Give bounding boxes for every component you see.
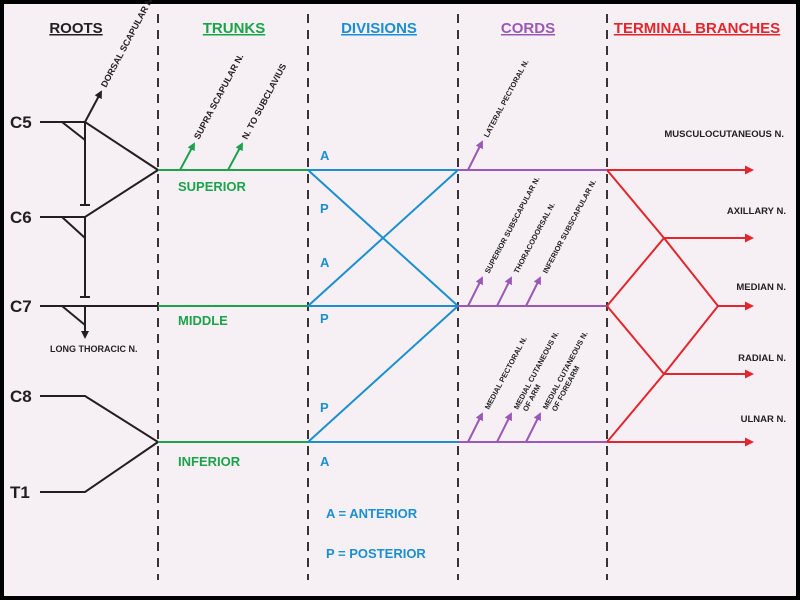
medial-to-radial-branch: [606, 373, 665, 443]
trunk-label-superior: SUPERIOR: [178, 179, 247, 194]
terminal-label-axillary: AXILLARY N.: [727, 206, 786, 217]
thoracodorsal-arrow: [496, 276, 512, 307]
terminal-label-ulnar: ULNAR N.: [741, 414, 786, 425]
inferior-posterior-division: [307, 305, 459, 443]
superior-subscapular-arrow: [467, 276, 483, 307]
header-divisions: DIVISIONS: [341, 20, 417, 37]
terminal-label-radial: RADIAL N.: [738, 353, 786, 364]
terminal-label-median: MEDIAN N.: [736, 282, 786, 293]
trunk-label-inferior: INFERIOR: [178, 454, 241, 469]
cord-lines: [458, 140, 607, 443]
division-lines: [307, 169, 459, 443]
division-label-a1: A: [320, 148, 330, 163]
long-thoracic-label: LONG THORACIC N.: [50, 344, 138, 354]
legend-posterior: P = POSTERIOR: [326, 546, 426, 561]
root-label-c8: C8: [10, 387, 32, 406]
medial-cutaneous-arm-arrow: [496, 412, 512, 443]
header-cords: CORDS: [501, 20, 555, 37]
root-label-c5: C5: [10, 113, 32, 132]
terminal-label-musculocutaneous: MUSCULOCUTANEOUS N.: [664, 129, 784, 140]
division-label-p1: P: [320, 201, 329, 216]
root-label-c7: C7: [10, 297, 32, 316]
root-label-t1: T1: [10, 483, 30, 502]
header-terminal-branches: TERMINAL BRANCHES: [614, 20, 780, 37]
root-label-c6: C6: [10, 208, 32, 227]
subclavius-arrow: [227, 142, 243, 171]
middle-anterior-division: [307, 169, 459, 307]
column-separators: [157, 14, 608, 580]
dorsal-scapular-arrow: [84, 90, 102, 123]
roots-lines: [40, 90, 160, 493]
division-label-a2: A: [320, 255, 330, 270]
root-c7-tick: [61, 305, 86, 326]
terminal-branch-lines: [606, 165, 754, 447]
trunk-label-middle: MIDDLE: [178, 313, 228, 328]
lateral-pectoral-arrow: [467, 140, 483, 171]
division-label-a3: A: [320, 454, 330, 469]
posterior-to-axillary: [606, 237, 665, 307]
header-trunks: TRUNKS: [203, 20, 266, 37]
diagram-background: [4, 4, 796, 596]
legend-anterior: A = ANTERIOR: [326, 506, 418, 521]
suprascapular-arrow: [179, 142, 195, 171]
division-label-p2: P: [320, 311, 329, 326]
medial-cutaneous-forearm-arrow: [525, 412, 541, 443]
header-roots: ROOTS: [49, 20, 102, 37]
inferior-subscapular-arrow: [525, 276, 541, 307]
root-c6-tick: [61, 216, 86, 239]
medial-pectoral-arrow: [467, 412, 483, 443]
root-c5-tick: [61, 121, 86, 141]
division-label-p3: P: [320, 400, 329, 415]
trunk-lines: [158, 142, 308, 443]
